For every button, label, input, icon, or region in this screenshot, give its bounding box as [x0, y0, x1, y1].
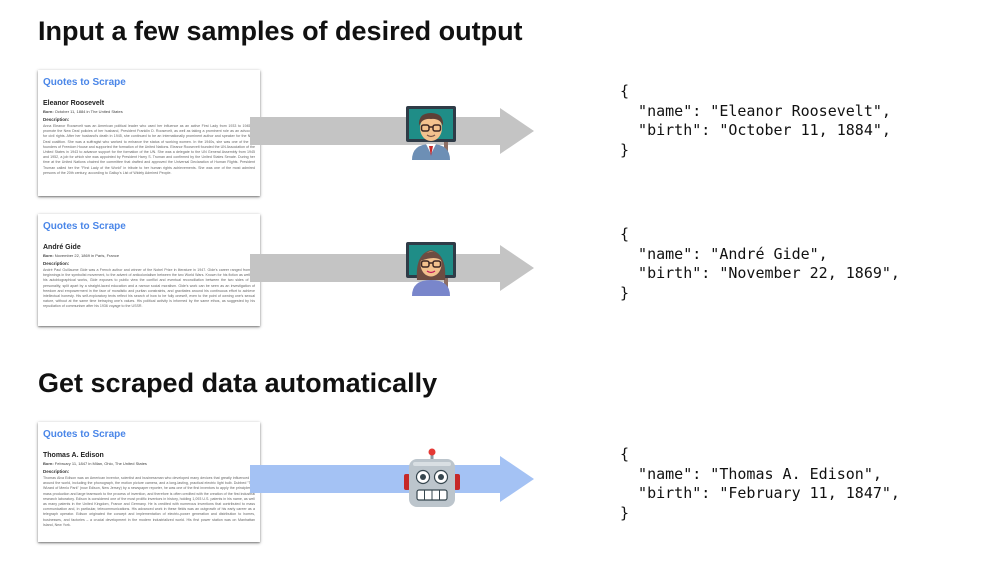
- description-label: Description:: [43, 117, 70, 122]
- glasses-right: [432, 124, 442, 132]
- arrow-gray-2: [250, 245, 534, 291]
- hair: [418, 113, 444, 126]
- born-label: Born:: [43, 253, 54, 258]
- mouth: [426, 270, 436, 274]
- born-label: Born:: [43, 109, 54, 114]
- arrow-shape: [250, 456, 534, 502]
- highlight: [413, 462, 451, 466]
- result-page-card: Quotes to Scrape Thomas A. Edison Born: …: [38, 422, 260, 542]
- json-open-brace: {: [620, 82, 630, 100]
- tie: [429, 146, 433, 156]
- json-name-line: "name": "Thomas A. Edison",: [620, 464, 882, 483]
- easel-leg: [444, 142, 448, 154]
- json-open-brace: {: [620, 445, 630, 463]
- blouse: [412, 280, 450, 296]
- heading-input-samples: Input a few samples of desired output: [38, 16, 523, 46]
- site-title: Quotes to Scrape: [43, 77, 126, 88]
- pupil-right: [438, 474, 444, 480]
- glasses-left: [420, 260, 430, 268]
- mouth: [426, 134, 436, 138]
- arrow-shape: [250, 108, 534, 154]
- arrow-gray-1: [250, 108, 534, 154]
- born-value: November 22, 1869 in Paris, France: [54, 253, 120, 258]
- json-close-brace: }: [620, 140, 630, 159]
- man-teacher-emoji: [406, 106, 456, 160]
- born-label: Born:: [43, 461, 54, 466]
- born-line: Born: November 22, 1869 in Paris, France: [43, 253, 255, 258]
- heading-scraped-automatically: Get scraped data automatically: [38, 368, 438, 398]
- description-text: Thomas Alva Edison was an American inven…: [43, 476, 255, 527]
- json-birth-line: "birth": "October 11, 1884",: [620, 121, 891, 139]
- description-label: Description:: [43, 469, 70, 474]
- glasses-right: [432, 260, 442, 268]
- born-line: Born: October 11, 1884 in The United Sta…: [43, 109, 255, 114]
- face: [420, 115, 442, 141]
- json-name-line: "name": "André Gide",: [620, 244, 828, 263]
- author-name: Eleanor Roosevelt: [43, 100, 105, 107]
- description-text: André Paul Guillaume Gide was a French a…: [43, 268, 255, 309]
- site-title: Quotes to Scrape: [43, 429, 126, 440]
- json-open-brace: {: [620, 225, 630, 243]
- json-output-result: { "name": "Thomas A. Edison", "birth": "…: [620, 445, 900, 523]
- json-output-2: { "name": "André Gide", "birth": "Novemb…: [620, 225, 900, 303]
- robot-face-emoji: [404, 448, 460, 507]
- arrow-blue: [250, 456, 534, 502]
- json-birth-line: "birth": "November 22, 1869",: [620, 264, 900, 282]
- json-name-line: "name": "Eleanor Roosevelt",: [620, 101, 891, 120]
- born-value: February 11, 1847 in Milan, Ohio, The Un…: [54, 461, 147, 466]
- description-label: Description:: [43, 261, 70, 266]
- born-value: October 11, 1884 in The United States: [54, 109, 123, 114]
- author-name: André Gide: [43, 244, 81, 251]
- sample-page-card-2: Quotes to Scrape André Gide Born: Novemb…: [38, 214, 260, 326]
- json-close-brace: }: [620, 503, 630, 522]
- sample-page-card-1: Quotes to Scrape Eleanor Roosevelt Born:…: [38, 70, 260, 196]
- arrow-shape: [250, 245, 534, 291]
- antenna-tip: [428, 448, 436, 456]
- born-line: Born: February 11, 1847 in Milan, Ohio, …: [43, 461, 255, 466]
- woman-teacher-emoji: [406, 242, 456, 296]
- description-text: Anna Eleanor Roosevelt was an American p…: [43, 124, 255, 175]
- pupil-left: [420, 474, 426, 480]
- glasses-left: [420, 124, 430, 132]
- json-close-brace: }: [620, 283, 630, 302]
- json-output-1: { "name": "Eleanor Roosevelt", "birth": …: [620, 82, 891, 160]
- easel-leg: [444, 278, 448, 290]
- ear-right: [454, 474, 460, 490]
- bangs: [420, 251, 442, 261]
- ear-left: [404, 474, 410, 490]
- site-title: Quotes to Scrape: [43, 221, 126, 232]
- author-name: Thomas A. Edison: [43, 452, 104, 459]
- json-birth-line: "birth": "February 11, 1847",: [620, 484, 900, 502]
